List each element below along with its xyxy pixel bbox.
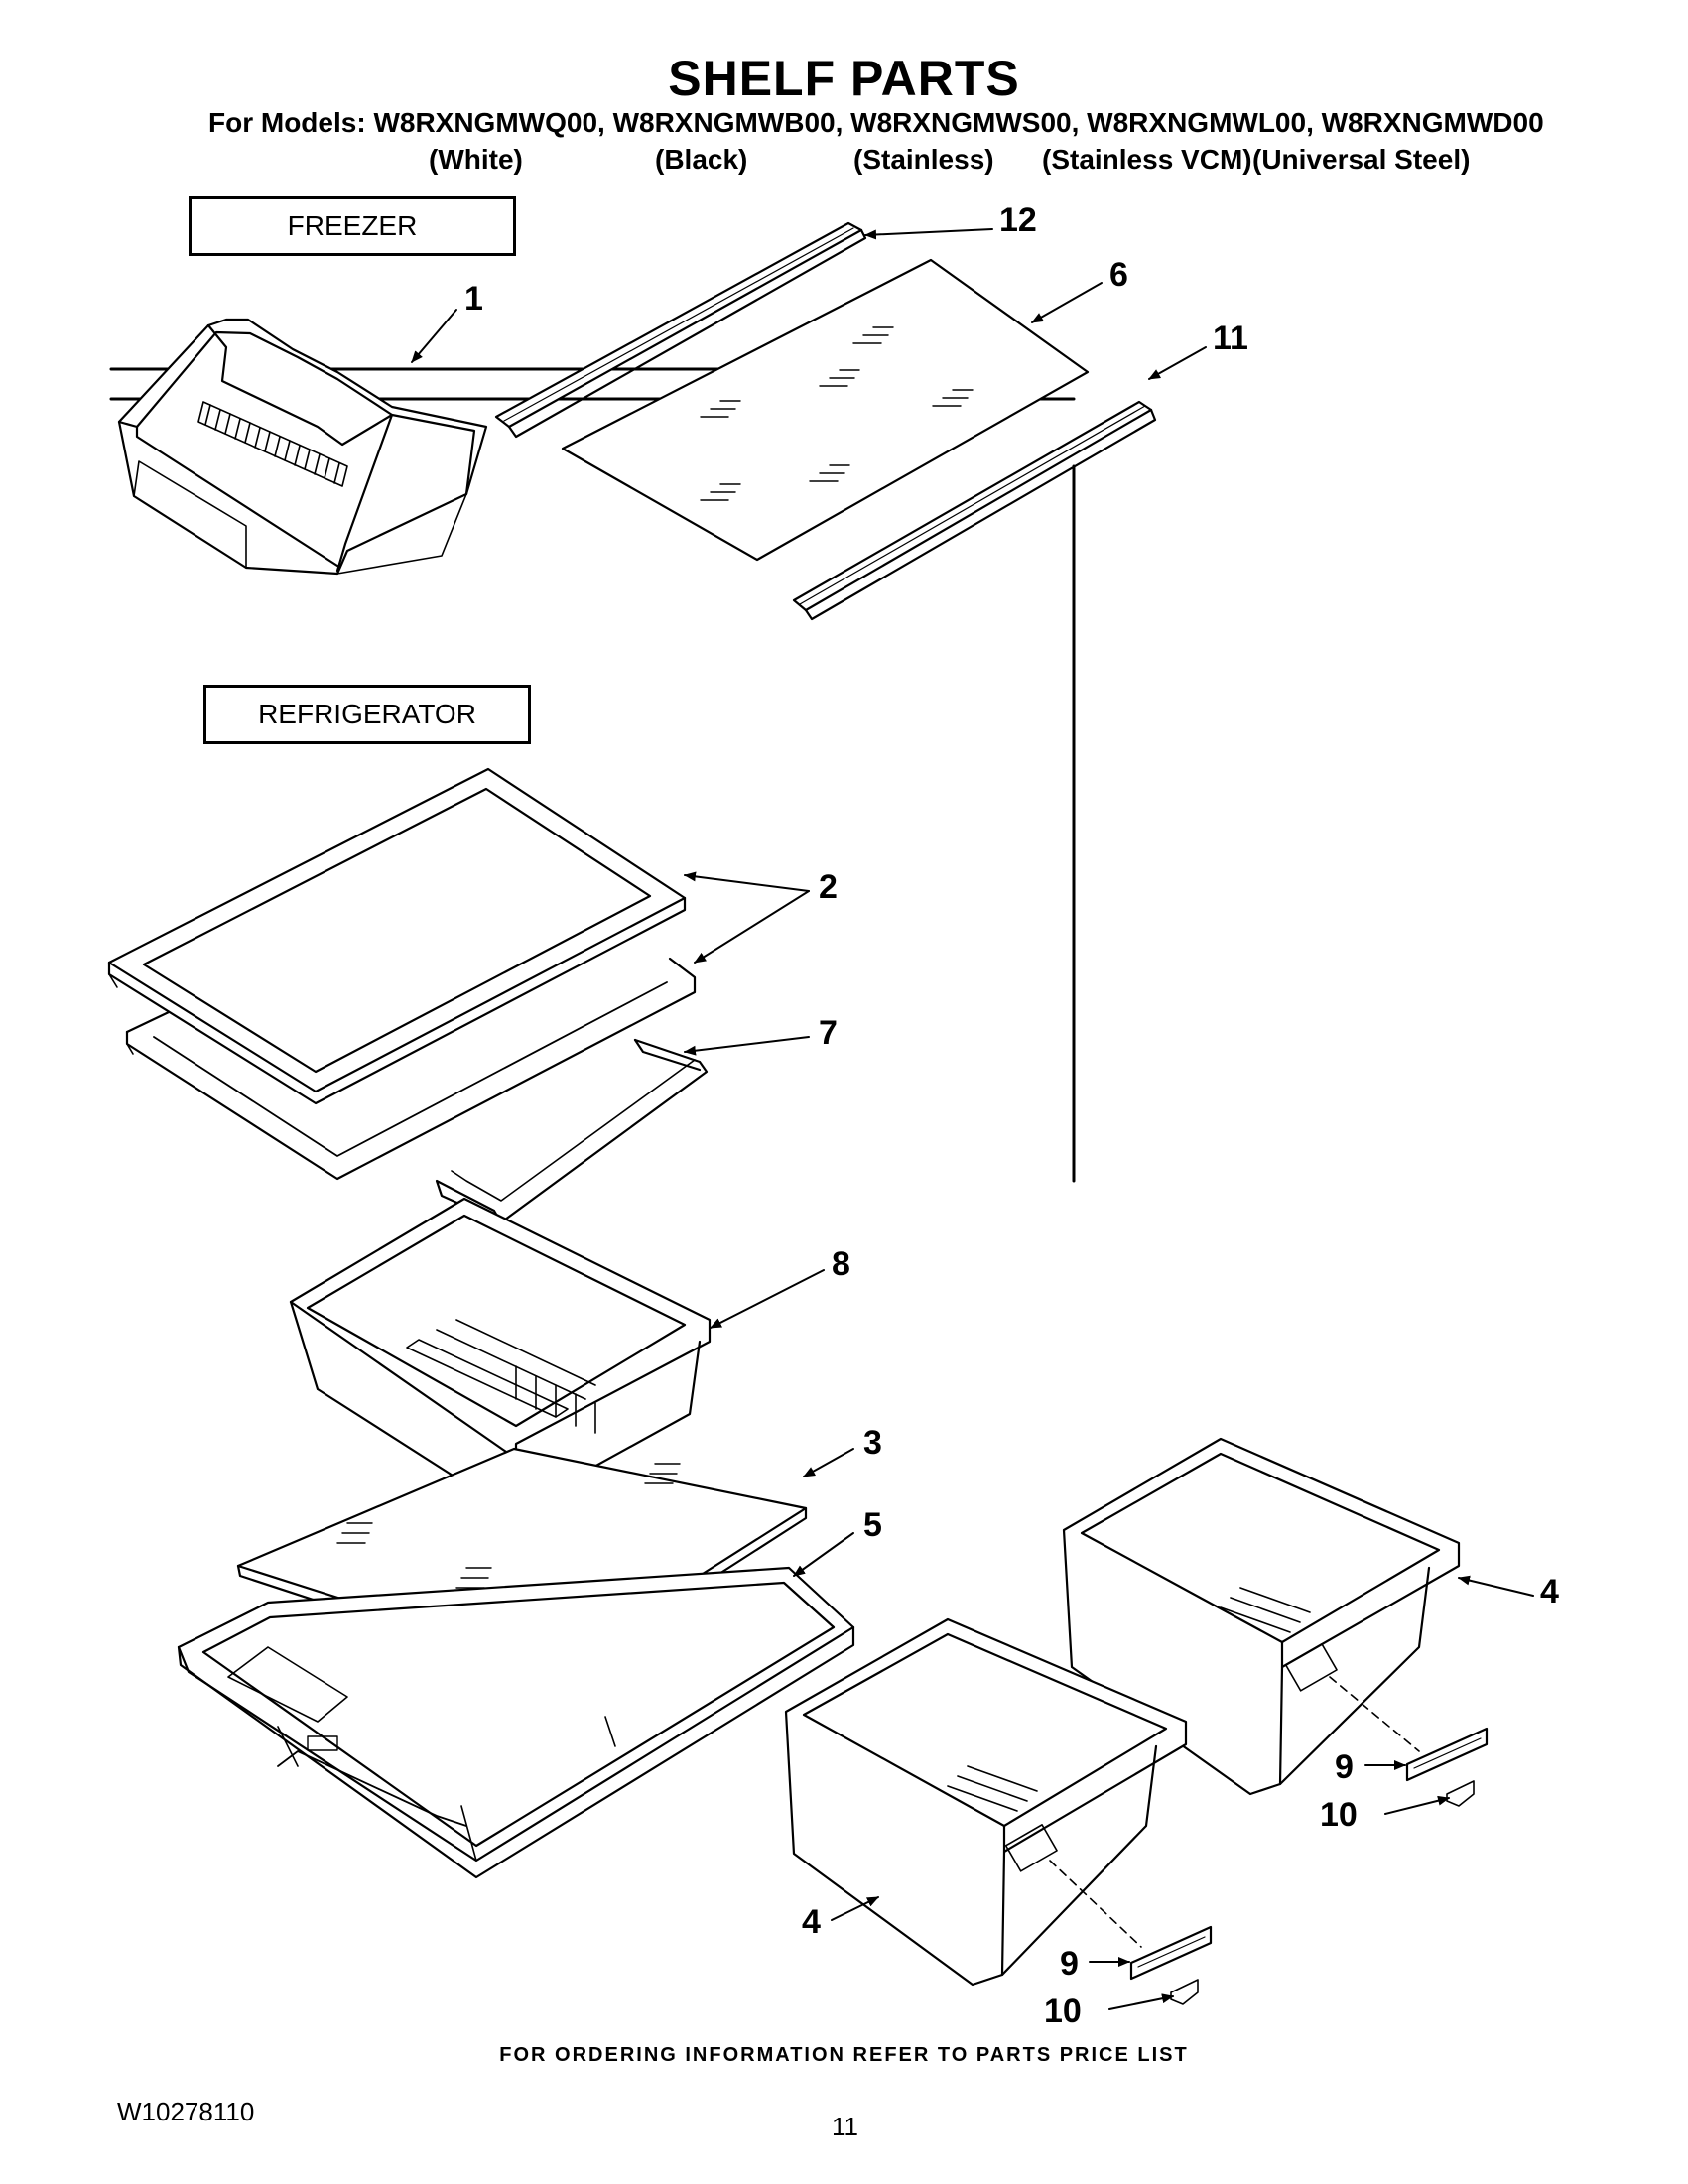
callout-12: 12 bbox=[999, 201, 1037, 239]
callout-4-left: 4 bbox=[802, 1903, 821, 1941]
glass-shelf-markings bbox=[700, 326, 974, 501]
page-number: 11 bbox=[832, 2112, 858, 2141]
model-color-stainless: (Stainless) bbox=[853, 144, 994, 175]
callout-2: 2 bbox=[819, 868, 838, 906]
freezer-basket-part bbox=[117, 318, 488, 576]
refrigerator-shelf-frame-upper-part bbox=[107, 767, 687, 1105]
callout-6: 6 bbox=[1109, 256, 1128, 294]
page-title: SHELF PARTS bbox=[668, 51, 1020, 106]
callout-5: 5 bbox=[863, 1506, 882, 1544]
freezer-shelf-front-trim-part bbox=[792, 400, 1157, 621]
callout-9-right: 9 bbox=[1335, 1748, 1354, 1786]
shelf-support-rail-part bbox=[435, 1038, 709, 1224]
freezer-section-label: FREEZER bbox=[189, 196, 516, 256]
crisper-cover-frame-part bbox=[177, 1566, 855, 1879]
callout-9-left: 9 bbox=[1060, 1945, 1079, 1983]
callout-11: 11 bbox=[1213, 320, 1248, 357]
callout-10-left: 10 bbox=[1044, 1992, 1082, 2030]
callout-4-right: 4 bbox=[1540, 1573, 1559, 1610]
refrigerator-section-label: REFRIGERATOR bbox=[203, 685, 531, 744]
model-color-black: (Black) bbox=[655, 144, 748, 175]
callout-1: 1 bbox=[464, 280, 483, 318]
document-number: W10278110 bbox=[117, 2097, 255, 2126]
callout-leader-lines bbox=[411, 228, 1534, 2010]
ordering-info-note: FOR ORDERING INFORMATION REFER TO PARTS … bbox=[499, 2044, 1189, 2066]
freezer-basket-grille bbox=[197, 401, 348, 487]
callout-3: 3 bbox=[863, 1424, 882, 1462]
models-line: For Models: W8RXNGMWQ00, W8RXNGMWB00, W8… bbox=[208, 107, 1544, 138]
callout-7: 7 bbox=[819, 1014, 838, 1052]
model-color-stainless-vcm: (Stainless VCM) bbox=[1042, 144, 1252, 175]
callout-10-right: 10 bbox=[1320, 1796, 1358, 1834]
humidity-control-left-part bbox=[1049, 1860, 1213, 2005]
callout-8: 8 bbox=[832, 1245, 850, 1283]
model-color-white: (White) bbox=[429, 144, 523, 175]
deli-drawer-ribs bbox=[406, 1319, 596, 1434]
crisper-drawer-left-part bbox=[784, 1617, 1188, 1987]
freezer-shelf-back-trim-part bbox=[494, 221, 867, 439]
humidity-control-right-part bbox=[1329, 1676, 1489, 1807]
model-color-universal-steel: (Universal Steel) bbox=[1252, 144, 1471, 175]
freezer-glass-shelf-part bbox=[561, 258, 1090, 562]
refrigerator-shelf-frame-lower-part bbox=[125, 957, 697, 1181]
